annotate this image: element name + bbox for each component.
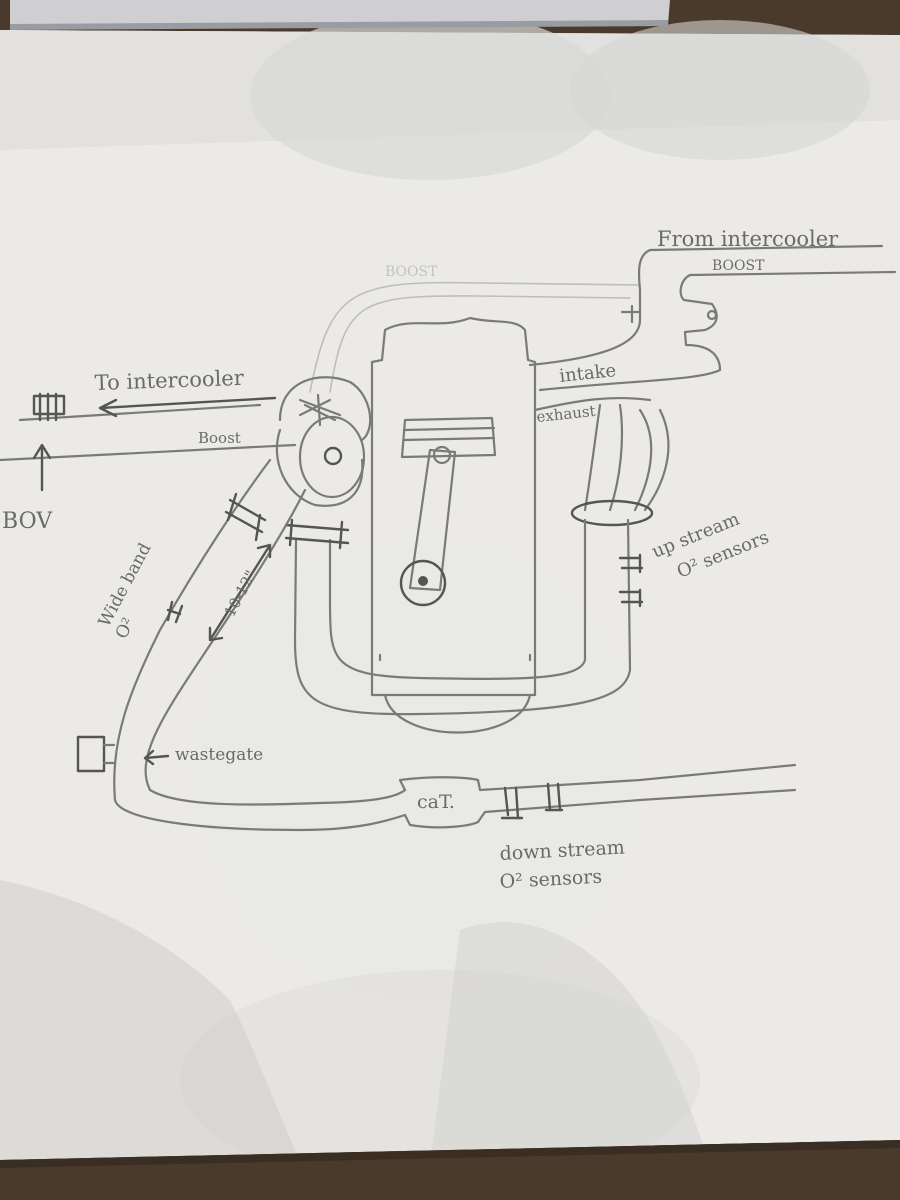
exhaust-manifold — [293, 396, 670, 716]
label-to-intercooler: To intercooler — [94, 366, 245, 395]
label-boost-top-right: BOOST — [712, 258, 765, 274]
label-boost-faint-top: BOOST — [385, 264, 438, 280]
label-bov: BOV — [2, 509, 53, 534]
photo-shadow — [0, 880, 710, 1165]
arrow-to-intercooler — [98, 396, 277, 418]
distance-marker — [208, 543, 272, 642]
catalytic-converter — [398, 763, 797, 829]
label-boost-left: Boost — [198, 429, 241, 447]
faint-boost-line — [309, 281, 641, 393]
engine-block — [370, 316, 537, 734]
label-from-intercooler: From intercooler — [657, 227, 839, 251]
bov-valve — [32, 392, 66, 492]
downpipe-wastegate — [76, 458, 407, 832]
table-edge — [0, 1140, 900, 1200]
label-down-stream-o2: O² sensors — [499, 866, 603, 893]
wastegate-arrow — [143, 749, 170, 766]
intake-piping — [528, 244, 897, 392]
label-wastegate: wastegate — [175, 745, 263, 765]
label-cat: caT. — [417, 791, 455, 813]
